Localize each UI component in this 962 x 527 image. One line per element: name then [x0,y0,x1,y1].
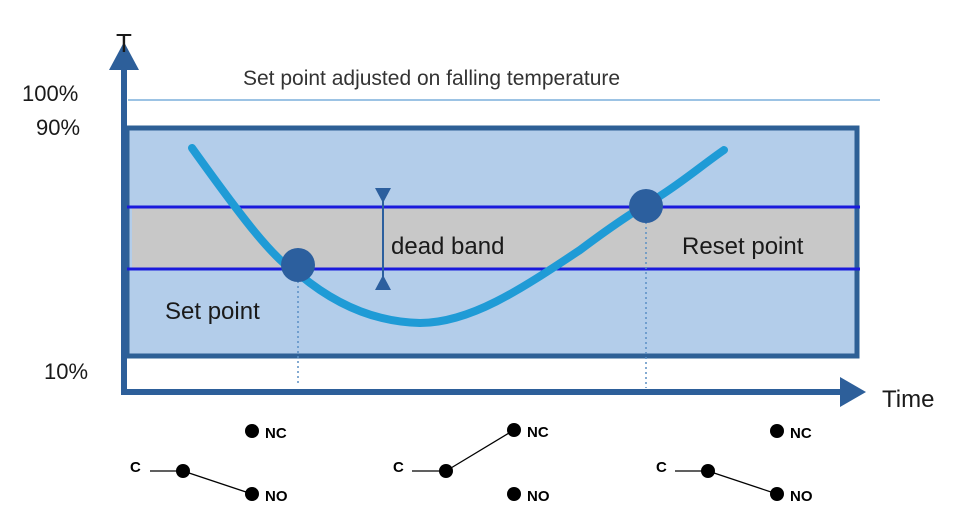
switch-1-no-terminal [245,487,259,501]
set-point-marker [281,248,315,282]
switch-2-c-label: C [393,459,404,476]
switch-3: NC C NO [656,424,813,505]
top-note: Set point adjusted on falling temperatur… [243,67,620,90]
switch-3-lever [707,470,778,495]
switch-3-nc-terminal [770,424,784,438]
switch-2-lever [445,429,515,472]
switch-3-nc-label: NC [790,425,812,442]
dead-band-arrow-top-icon [375,188,391,203]
switch-1-nc-terminal [245,424,259,438]
reset-point-label: Reset point [682,233,804,260]
switch-1-nc-label: NC [265,425,287,442]
dead-band-label: dead band [391,233,504,260]
x-axis-label: Time [882,386,934,413]
switch-2: NC C NO [393,423,550,505]
temperature-curve [188,144,728,328]
tick-label-100: 100% [22,81,78,106]
switch-1: NC C NO [130,424,288,505]
switch-1-c-label: C [130,459,141,476]
switch-2-nc-label: NC [527,424,549,441]
y-axis-arrow-icon [109,42,139,70]
dead-band-arrow-bottom-icon [375,275,391,290]
tick-label-10: 10% [44,359,88,384]
switch-2-no-terminal [507,487,521,501]
switch-3-no-label: NO [790,488,813,505]
switch-1-lever [182,470,253,495]
switch-2-no-label: NO [527,488,550,505]
switch-3-no-terminal [770,487,784,501]
reset-point-marker [629,189,663,223]
x-axis-arrow-icon [840,377,866,407]
dead-band-area [132,207,854,269]
set-point-label: Set point [165,298,260,325]
switch-1-no-label: NO [265,488,288,505]
y-axis-label: T [116,28,132,58]
tick-label-90: 90% [36,115,80,140]
switch-3-c-label: C [656,459,667,476]
